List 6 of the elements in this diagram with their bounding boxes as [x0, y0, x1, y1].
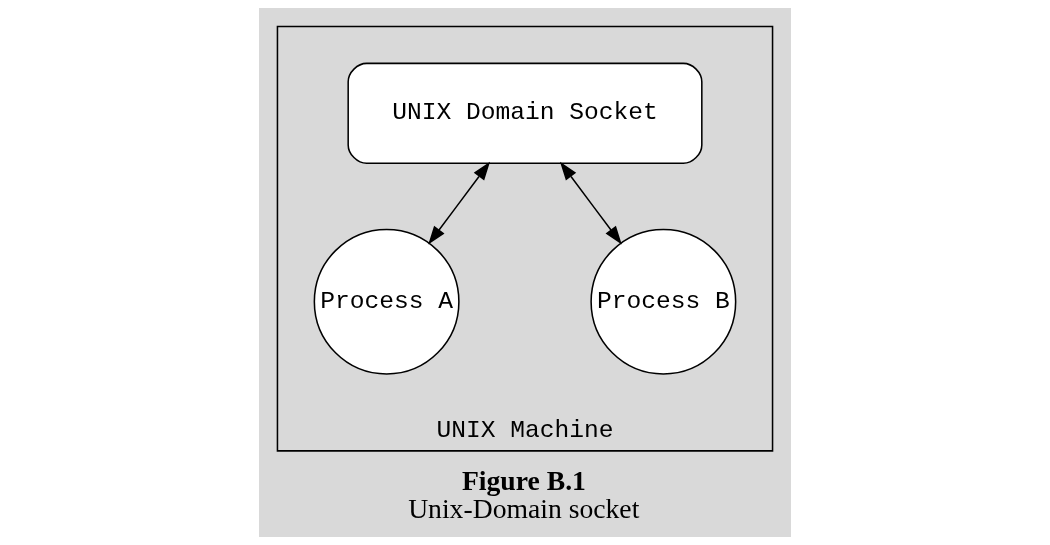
arrow: [428, 161, 491, 245]
node-box: UNIX Domain Socket: [347, 62, 703, 165]
node-circle: Process B: [590, 228, 737, 375]
diagram-title: Figure B.1: [461, 464, 586, 496]
node-circle: Process A: [313, 228, 460, 375]
arrow: [559, 161, 622, 245]
